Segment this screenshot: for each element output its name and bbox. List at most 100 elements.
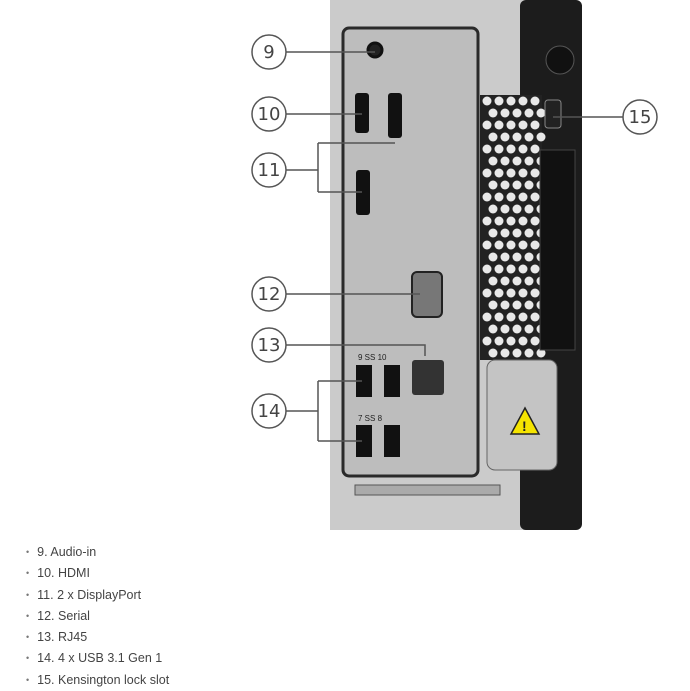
vent-hole [512,132,522,142]
vent-hole [518,96,528,106]
vent-hole [530,120,540,130]
vent-hole [518,168,528,178]
vent-hole [524,324,534,334]
vent-hole [500,348,510,358]
vent-hole [488,228,498,238]
legend-item: 9. Audio-in [26,542,169,563]
vent-hole [488,276,498,286]
vent-hole [512,180,522,190]
vent-hole [500,252,510,262]
vent-hole [512,324,522,334]
vent-hole [524,300,534,310]
vent-hole [530,240,540,250]
vent-hole [530,168,540,178]
vent-hole [488,156,498,166]
vent-hole [482,216,492,226]
vent-hole [536,108,546,118]
vent-hole [512,156,522,166]
legend-item: 15. Kensington lock slot [26,670,169,691]
vent-hole [518,312,528,322]
vent-hole [494,312,504,322]
callout-circle [251,276,287,312]
vent-hole [512,204,522,214]
vent-hole [494,240,504,250]
callout-circle [251,152,287,188]
usb-port-9 [356,365,372,397]
vent-hole [536,348,546,358]
vent-hole [518,120,528,130]
vent-hole [530,144,540,154]
vent-hole [512,276,522,286]
vent-hole [512,300,522,310]
callout-12: 12 [251,276,287,312]
vent-hole [494,336,504,346]
vent-hole [494,168,504,178]
vent-hole [524,252,534,262]
vent-hole [518,240,528,250]
warning-icon [509,406,541,435]
callout-14: 14 [251,393,287,429]
vent-hole [482,144,492,154]
vent-hole [518,288,528,298]
legend-item: 11. 2 x DisplayPort [26,585,169,606]
vent-hole [506,240,516,250]
callout-circle [251,96,287,132]
callout-13: 13 [251,327,287,363]
bottom-slot [354,484,501,496]
vent-hole [524,180,534,190]
vent-hole [494,264,504,274]
vent-hole [494,216,504,226]
callout-circle [251,34,287,70]
vent-hole [500,324,510,334]
vent-hole [500,204,510,214]
callout-number: 12 [258,284,281,305]
callout-number: 10 [258,104,281,125]
legend-item: 12. Serial [26,606,169,627]
vent-hole [488,324,498,334]
vent-hole [506,336,516,346]
callout-number: 15 [629,107,652,128]
callout-circle [251,327,287,363]
callout-number: 9 [263,42,274,63]
vent-hole [500,132,510,142]
warning-mark: ! [522,418,527,434]
callout-9: 9 [251,34,287,70]
vent-hole [482,240,492,250]
callout-number: 11 [258,160,281,181]
usb-bottom-marking: 7 SS 8 [358,414,383,423]
vent-hole [482,336,492,346]
callout-number: 14 [258,401,281,422]
vent-hole [524,204,534,214]
vent-hole [488,348,498,358]
leader-lines [286,51,623,442]
vent-hole [512,348,522,358]
vent-hole [500,156,510,166]
vent-hole [482,96,492,106]
vent-hole [488,252,498,262]
displayport-2 [356,170,370,215]
vent-hole [488,108,498,118]
vent-hole [518,336,528,346]
vent-hole [530,312,540,322]
callout-11: 11 [251,152,287,188]
vent-hole [482,168,492,178]
vent-hole [530,96,540,106]
vent-hole [530,192,540,202]
vent-hole [524,228,534,238]
vent-hole [518,264,528,274]
usb-port-10 [384,365,400,397]
vent-hole [524,156,534,166]
vent-hole [530,216,540,226]
vent-hole [488,204,498,214]
vent-hole [500,108,510,118]
legend-item: 10. HDMI [26,563,169,584]
vent-hole [500,300,510,310]
vent-hole [524,132,534,142]
vent-hole [512,228,522,238]
vent-hole [506,120,516,130]
usb-port-8 [384,425,400,457]
vent-hole [482,192,492,202]
side-handle [539,149,576,351]
vent-hole [506,288,516,298]
thumbscrew [545,45,575,75]
